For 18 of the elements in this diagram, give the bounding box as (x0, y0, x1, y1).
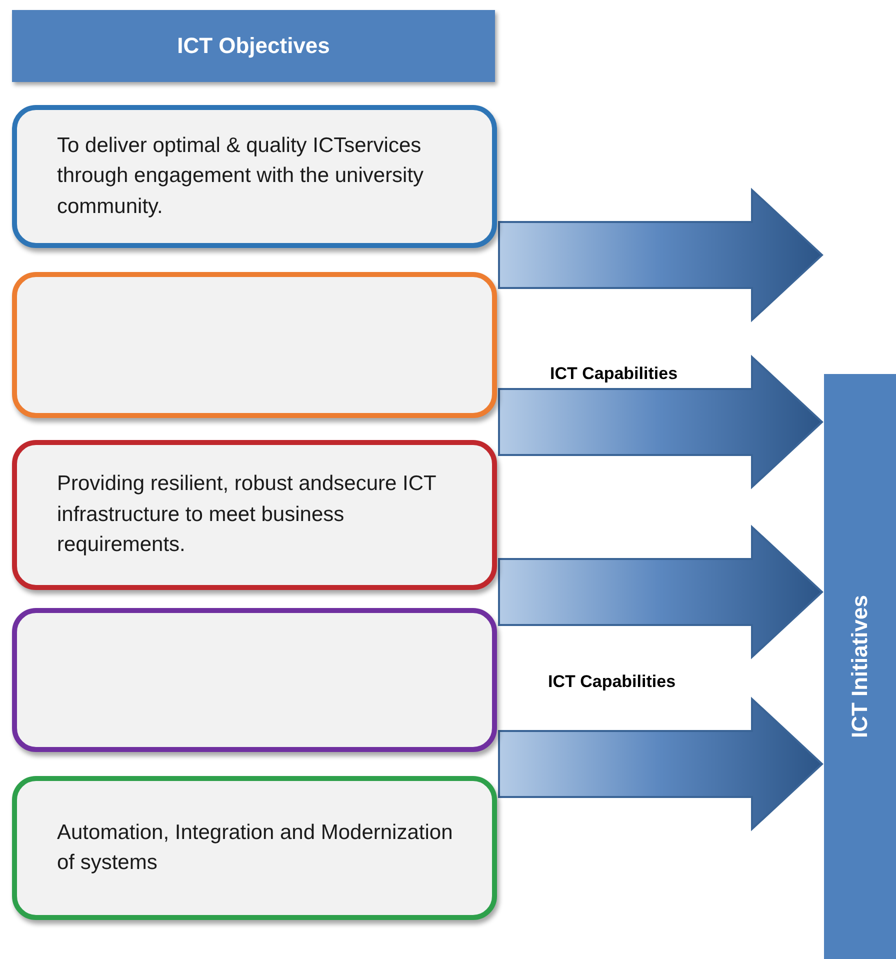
objective-text: Providing resilient, robust andsecure ICT infrastructure to meet business requirements. (57, 471, 437, 558)
title-banner (12, 10, 495, 82)
objective-box (12, 440, 497, 590)
objective-text: To deliver optimal & quality ICTservices through engagement with the university community. (57, 132, 425, 220)
edge-label: ICT Capabilities (548, 364, 680, 384)
objective-box (12, 105, 497, 248)
initiatives-label: ICT Initiatives (847, 594, 873, 738)
block-arrow (498, 354, 824, 490)
block-arrow (498, 696, 824, 832)
edge-label: ICT Capabilities (546, 672, 678, 692)
banner-title: ICT Objectives (177, 33, 330, 59)
objective-box (12, 608, 497, 752)
block-arrow (498, 188, 824, 322)
initiatives-bar (824, 374, 896, 959)
objective-box (12, 272, 497, 418)
block-arrow (498, 524, 824, 660)
objective-text: Automation, Integration and Modernization of systems (57, 820, 454, 876)
objective-box (12, 776, 497, 920)
